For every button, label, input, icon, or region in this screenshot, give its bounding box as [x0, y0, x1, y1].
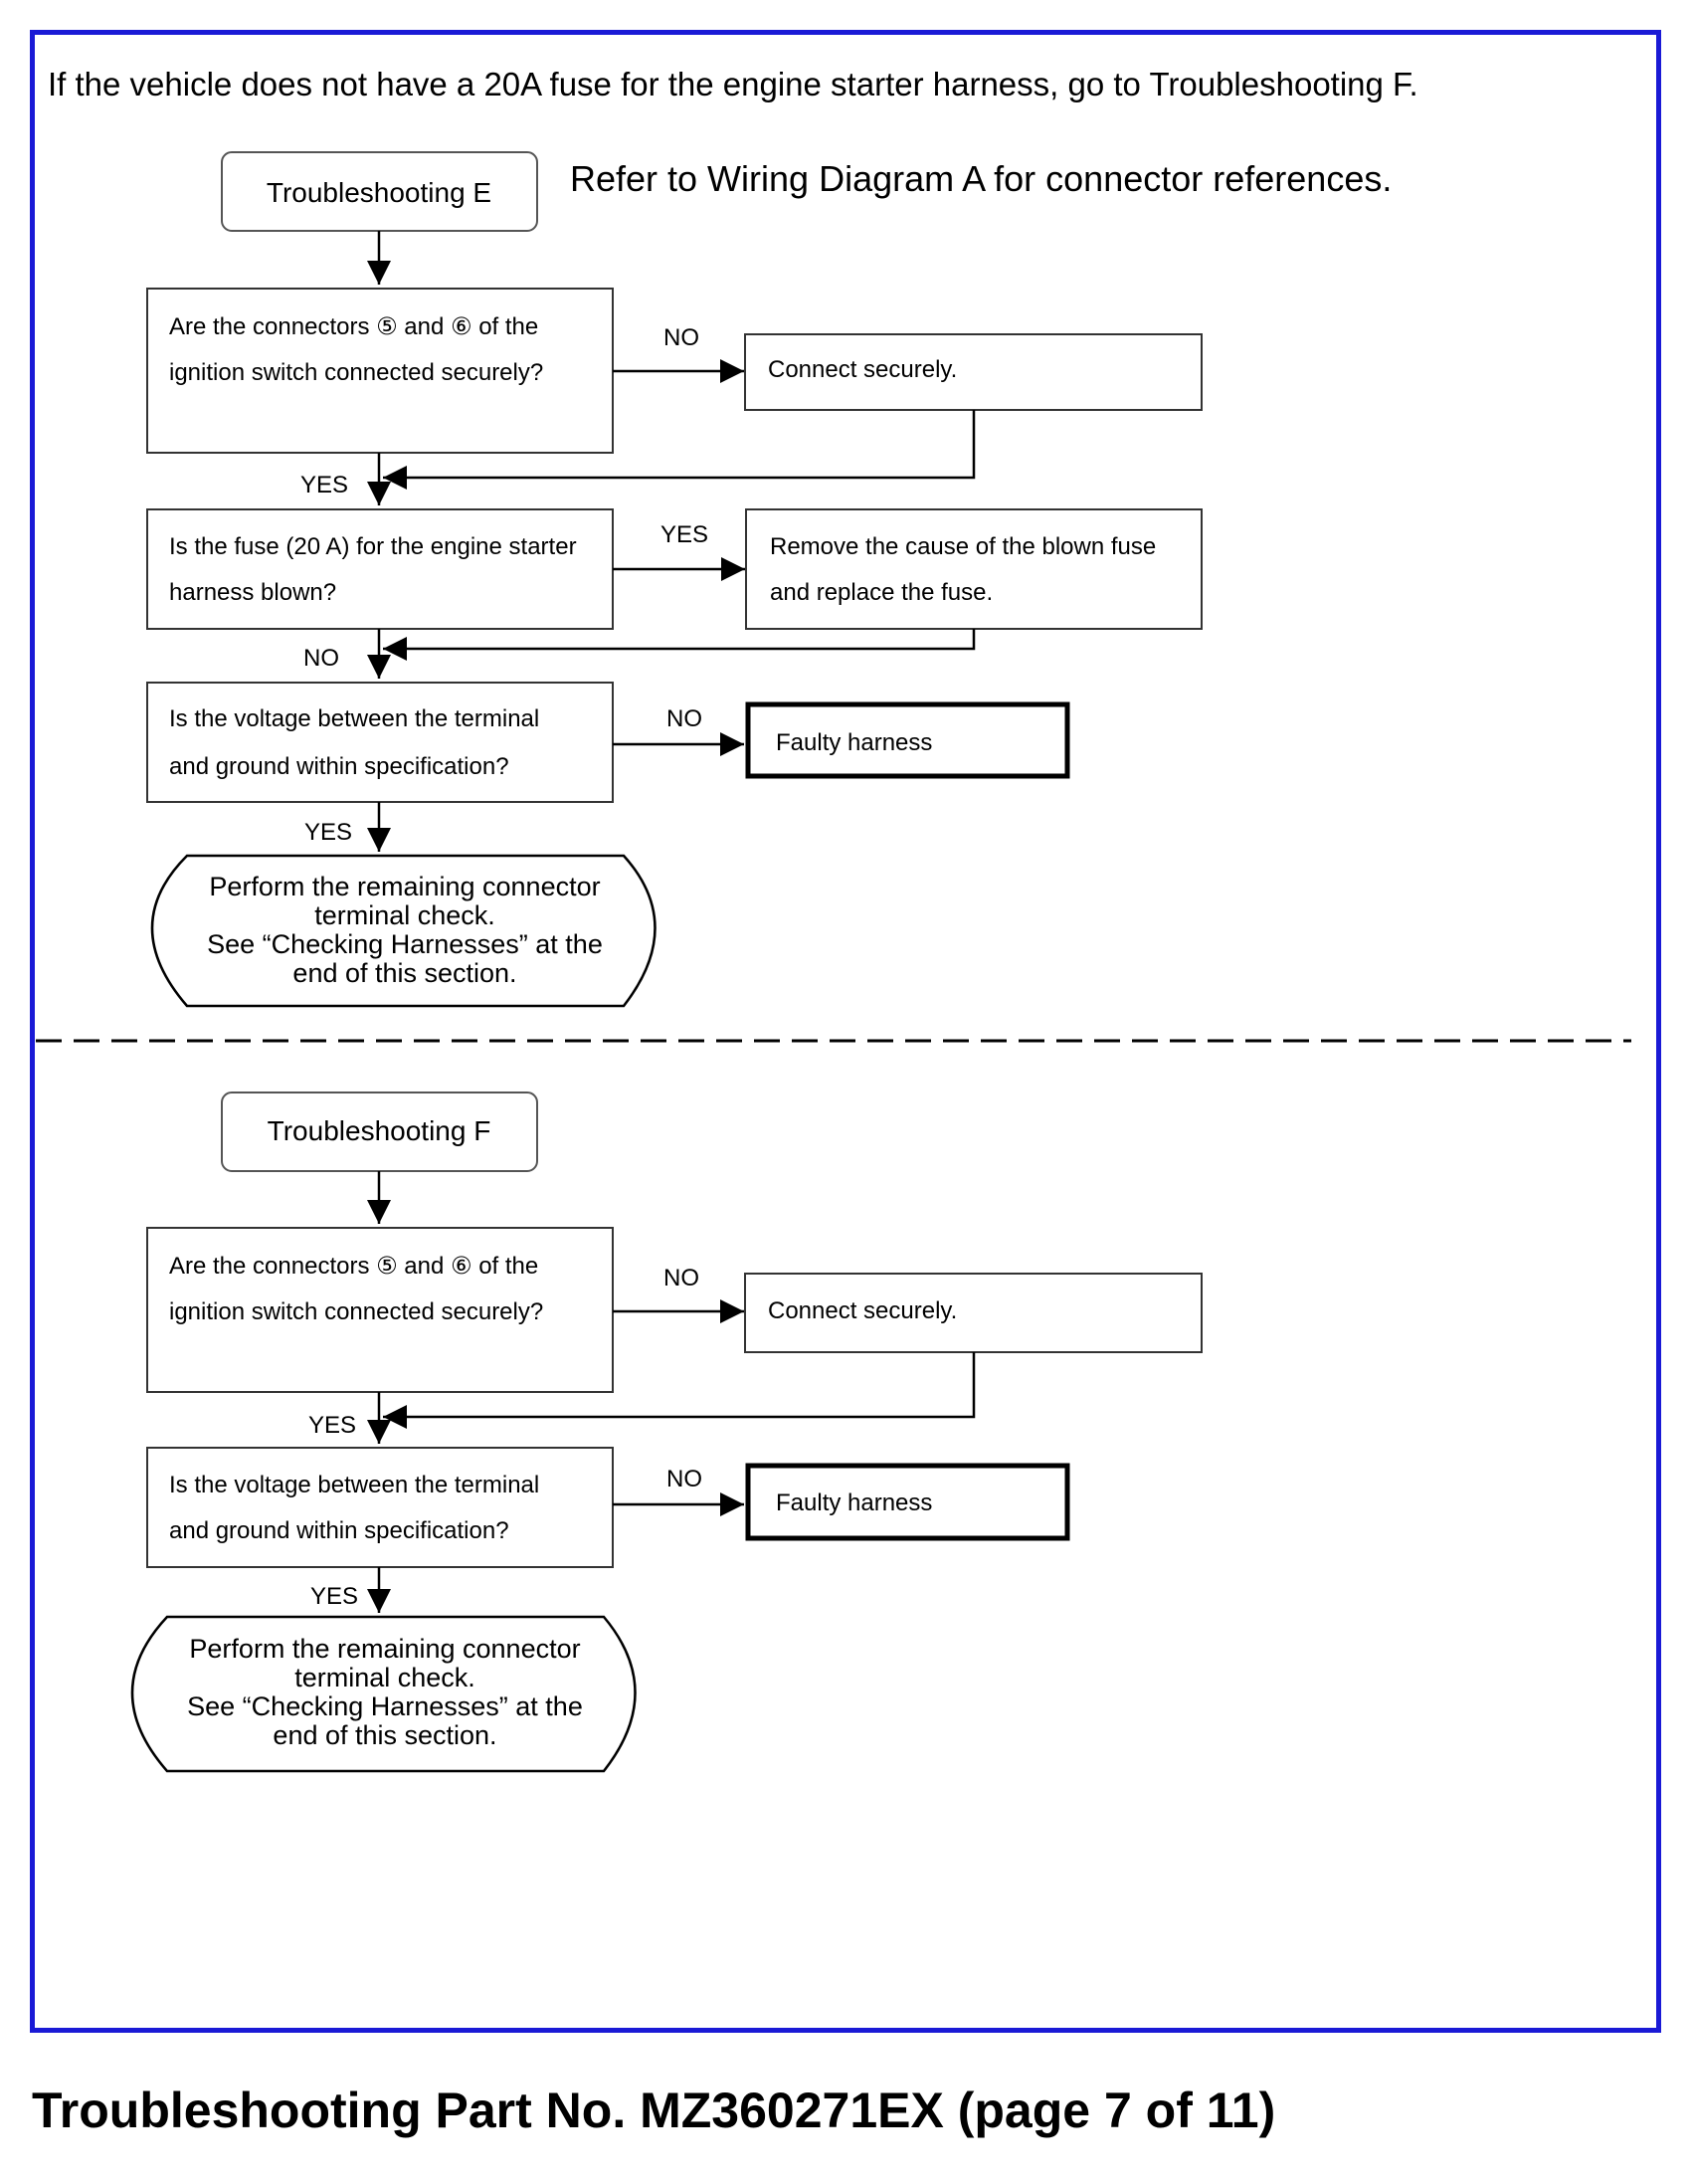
end-text: end of this section. [292, 958, 516, 988]
question-text: ignition switch connected securely? [169, 359, 543, 386]
terminator-shape [150, 854, 657, 1008]
branch-label-yes: YES [308, 1412, 356, 1439]
branch-label-no: NO [663, 1265, 699, 1291]
end-text: terminal check. [314, 900, 495, 930]
action-text: Connect securely. [768, 1297, 957, 1324]
page-footer: Troubleshooting Part No. MZ360271EX (pag… [32, 2083, 1276, 2138]
question-text: ignition switch connected securely? [169, 1298, 543, 1325]
end-text: Perform the remaining connector [189, 1634, 580, 1664]
question-box [146, 1227, 614, 1393]
title-f: Troubleshooting F [268, 1115, 491, 1146]
branch-label-no: NO [303, 645, 339, 672]
question-text: Are the connectors ⑤ and ⑥ of the [169, 1253, 538, 1280]
intro-text: If the vehicle does not have a 20A fuse … [48, 66, 1418, 102]
end-text: See “Checking Harnesses” at the [207, 929, 603, 959]
branch-label-no: NO [666, 1466, 702, 1492]
question-text: Is the voltage between the terminal [169, 1472, 539, 1498]
branch-label-yes: YES [300, 472, 348, 498]
terminator-shape [130, 1615, 637, 1773]
branch-label-no: NO [666, 705, 702, 732]
result-box [745, 1463, 1070, 1541]
action-text: Connect securely. [768, 356, 957, 383]
question-box [146, 1447, 614, 1568]
action-box [745, 508, 1203, 630]
reference-text: Refer to Wiring Diagram A for connector … [570, 158, 1392, 199]
question-text: and ground within specification? [169, 753, 509, 780]
branch-label-no: NO [663, 324, 699, 351]
section-f: Troubleshooting F Are the connectors ⑤ a… [130, 1092, 1203, 1773]
end-text: See “Checking Harnesses” at the [187, 1691, 583, 1721]
question-text: Are the connectors ⑤ and ⑥ of the [169, 313, 538, 340]
action-text: and replace the fuse. [770, 579, 993, 606]
branch-label-yes: YES [304, 819, 352, 846]
result-box [745, 701, 1070, 779]
result-text: Faulty harness [776, 1489, 932, 1516]
question-text: Is the voltage between the terminal [169, 705, 539, 732]
end-text: Perform the remaining connector [209, 872, 600, 901]
section-e: Troubleshooting E Refer to Wiring Diagra… [146, 151, 1392, 1008]
action-box [744, 333, 1203, 411]
question-box [146, 682, 614, 803]
question-box [146, 508, 614, 630]
question-box [146, 288, 614, 454]
end-text: end of this section. [273, 1720, 496, 1750]
action-box [744, 1273, 1203, 1353]
question-text: harness blown? [169, 579, 336, 606]
flowchart: If the vehicle does not have a 20A fuse … [36, 66, 1631, 1773]
question-text: and ground within specification? [169, 1517, 509, 1544]
action-text: Remove the cause of the blown fuse [770, 533, 1156, 560]
end-text: terminal check. [294, 1663, 475, 1692]
branch-label-yes: YES [660, 521, 708, 548]
branch-label-yes: YES [310, 1583, 358, 1610]
question-text: Is the fuse (20 A) for the engine starte… [169, 533, 577, 560]
title-e: Troubleshooting E [267, 177, 491, 208]
page-frame [30, 30, 1661, 2033]
result-text: Faulty harness [776, 729, 932, 756]
